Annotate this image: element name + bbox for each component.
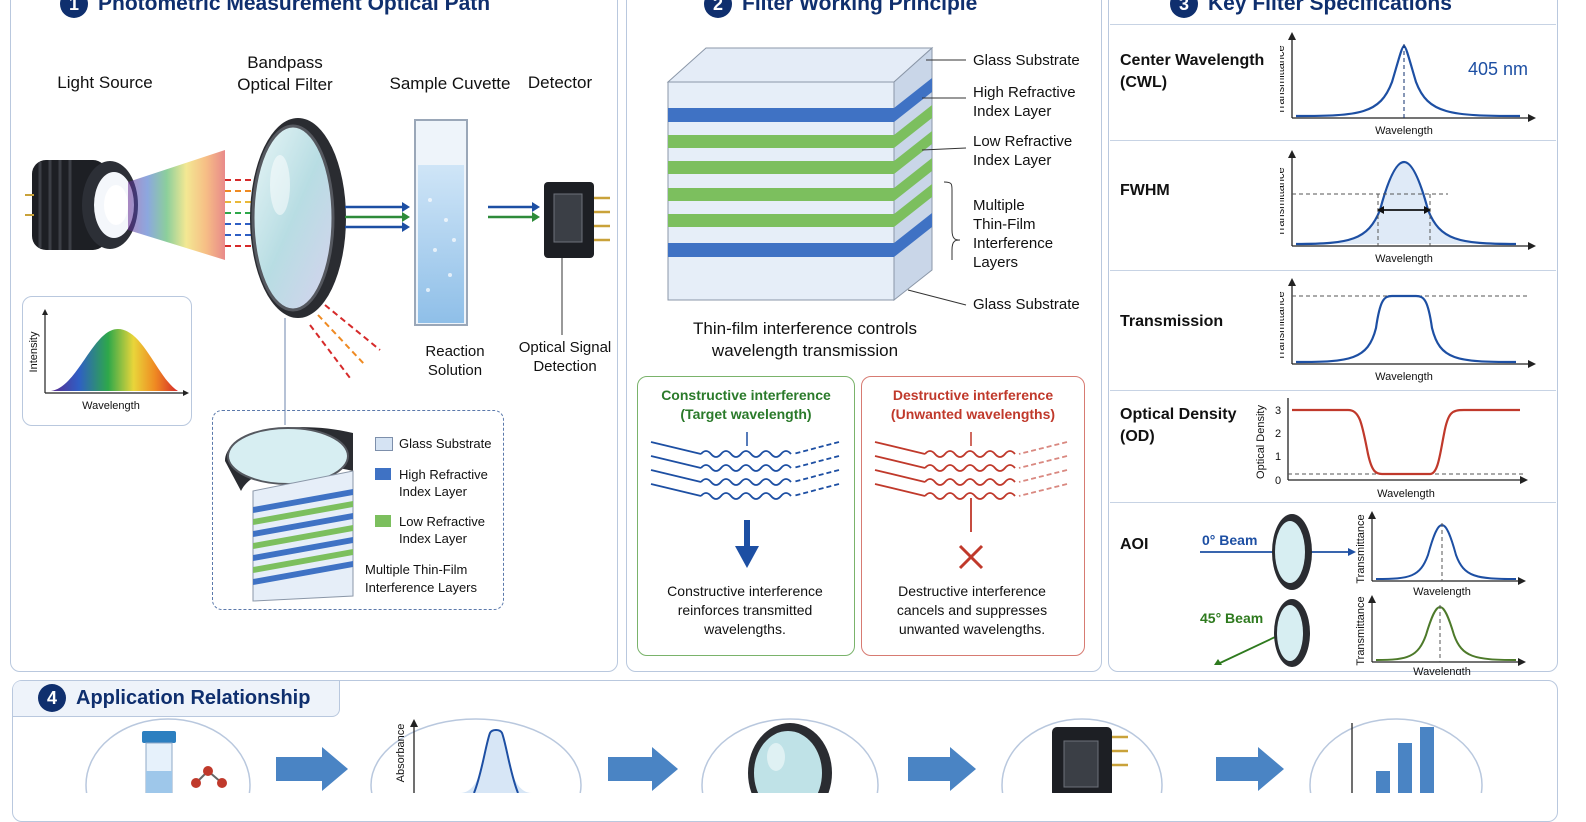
od-tick: 0 xyxy=(1275,475,1281,487)
flow-arrow xyxy=(608,747,678,791)
flow-arrow xyxy=(1216,747,1284,791)
layer-stack-illustration xyxy=(225,427,354,602)
flow-arrow xyxy=(908,747,976,791)
svg-text:Transmittance: Transmittance xyxy=(1355,514,1367,583)
legend-swatch xyxy=(375,515,391,527)
constructive-desc: Constructive interference reinforces tra… xyxy=(667,583,823,637)
svg-text:Wavelength: Wavelength xyxy=(1413,666,1471,675)
spec-divider xyxy=(1110,24,1556,25)
flow-arrow xyxy=(276,747,348,791)
destructive-title: Destructive interference (Unwanted wavel… xyxy=(890,387,1056,422)
light-beam xyxy=(128,150,225,260)
bandpass-filter-icon xyxy=(250,118,346,318)
fwhm-chart: Transmittance Wavelength xyxy=(1280,150,1536,265)
svg-text:Wavelength: Wavelength xyxy=(1375,253,1433,265)
svg-text:Transmittance: Transmittance xyxy=(1355,596,1367,665)
svg-text:Transmittance: Transmittance xyxy=(1280,291,1287,360)
inset-caption: Multiple Thin-Film Interference Layers xyxy=(365,562,478,595)
aoi-illustration: Transmittance Wavelength Transmittance W… xyxy=(1200,511,1526,675)
svg-text:Transmittance: Transmittance xyxy=(1280,45,1287,114)
transmitted-rays xyxy=(345,202,410,232)
spec-divider xyxy=(1110,140,1556,141)
constructive-box xyxy=(637,376,855,656)
spectrum-ylabel: Intensity xyxy=(28,331,40,372)
spec-divider xyxy=(1110,502,1556,503)
reaction-solution-label: Reaction Solution xyxy=(425,343,485,379)
cancel-x-icon xyxy=(958,544,984,570)
destructive-waves xyxy=(874,432,1068,570)
panel2-number: 2 xyxy=(704,0,732,18)
layer-stack-diagram xyxy=(666,46,967,306)
legend-swatch xyxy=(375,468,391,480)
layer-label-glass-top: Glass Substrate xyxy=(973,52,1080,69)
cwl-name: Center Wavelength (CWL) xyxy=(1120,52,1265,91)
destructive-desc: Destructive interference cancels and sup… xyxy=(896,583,1048,637)
panel4-title-tab xyxy=(13,681,340,717)
signal-detection-label: Optical Signal Detection xyxy=(518,339,612,375)
light-source-label: Light Source xyxy=(57,73,153,92)
svg-text:Optical Density: Optical Density xyxy=(1255,405,1267,479)
filter-lens-icon xyxy=(748,723,832,793)
cwl-chart: Transmittance Wavelength xyxy=(1280,32,1536,137)
od-tick: 2 xyxy=(1275,428,1281,440)
destructive-box xyxy=(861,376,1085,656)
reagent-tube-icon xyxy=(142,731,176,793)
aoi-beam-45: 45° Beam xyxy=(1200,610,1264,626)
layer-label-low: Low Refractive Index Layer xyxy=(973,133,1073,169)
constructive-waves xyxy=(650,432,840,568)
cwl-value: 405 nm xyxy=(1468,59,1529,79)
source-spectrum-box: Intensity Wavelength xyxy=(22,296,192,426)
panel4-number: 4 xyxy=(38,684,66,712)
filter-label: Bandpass Optical Filter xyxy=(237,53,333,94)
spectrum-xlabel: Wavelength xyxy=(82,400,140,412)
layer-label-glass-bottom: Glass Substrate xyxy=(973,296,1080,313)
panel-specifications xyxy=(1108,0,1558,672)
result-bar xyxy=(1420,727,1434,793)
optical-path-illustration xyxy=(25,118,610,425)
principle-caption: Thin-film interference controls waveleng… xyxy=(693,319,917,360)
reflected-rays xyxy=(309,304,381,379)
application-flow: Absorbance xyxy=(85,718,1483,793)
svg-text:Wavelength: Wavelength xyxy=(1375,371,1433,383)
cuvette-icon xyxy=(414,119,468,326)
od-chart: 3 2 1 0 Optical Density Wavelength xyxy=(1255,398,1528,500)
spec-divider xyxy=(1110,390,1556,391)
filter-layer-inset: Glass Substrate High Refractive Index La… xyxy=(212,410,504,610)
od-tick: 1 xyxy=(1275,451,1281,463)
svg-text:Wavelength: Wavelength xyxy=(1413,586,1471,598)
od-tick: 3 xyxy=(1275,405,1281,417)
light-source-icon xyxy=(25,160,138,250)
cuvette-label: Sample Cuvette xyxy=(389,74,511,93)
detector-chip-icon xyxy=(1052,727,1128,793)
constructive-title: Constructive interference (Target wavele… xyxy=(661,387,831,422)
svg-text:Wavelength: Wavelength xyxy=(1377,488,1435,500)
detector-label: Detector xyxy=(527,73,593,92)
layer-label-high: High Refractive Index Layer xyxy=(973,84,1076,120)
transmission-name: Transmission xyxy=(1120,313,1224,330)
aoi-beam-0: 0° Beam xyxy=(1202,532,1258,548)
spec-divider xyxy=(1110,270,1556,271)
fwhm-name: FWHM xyxy=(1120,182,1170,199)
panel3-number: 3 xyxy=(1170,0,1198,18)
source-spectrum-chart: Intensity Wavelength xyxy=(28,309,189,412)
absorbance-label: Absorbance xyxy=(395,724,407,783)
detector-rays xyxy=(488,202,540,222)
layer-label-multiple: Multiple Thin-Film Interference Layers xyxy=(973,197,1054,271)
molecule-icon xyxy=(191,766,227,788)
transmission-chart: Transmittance Wavelength xyxy=(1280,278,1536,383)
result-bar xyxy=(1398,743,1412,793)
svg-text:Wavelength: Wavelength xyxy=(1375,125,1433,137)
legend-swatch xyxy=(375,437,393,451)
svg-text:Transmittance: Transmittance xyxy=(1280,167,1287,236)
aoi-name: AOI xyxy=(1120,536,1149,553)
result-bar xyxy=(1376,771,1390,793)
od-name: Optical Density (OD) xyxy=(1120,406,1237,445)
panel1-number: 1 xyxy=(60,0,88,18)
detector-icon xyxy=(544,182,610,335)
